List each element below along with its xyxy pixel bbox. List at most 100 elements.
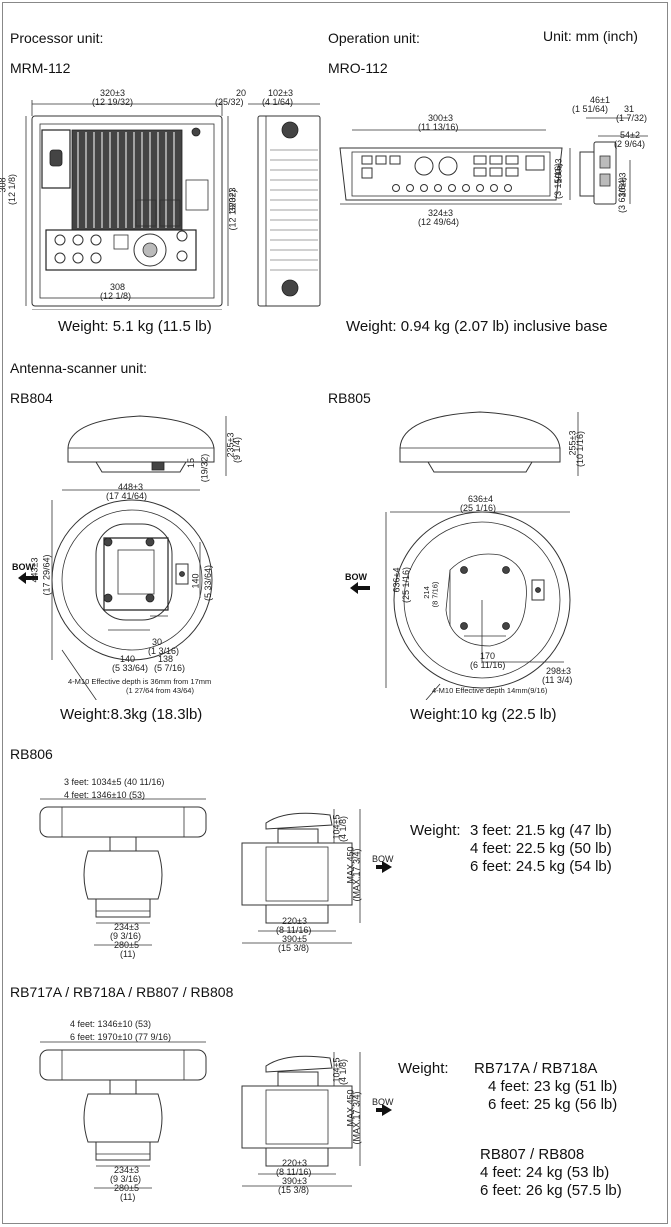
rb806-model: RB806 — [10, 746, 53, 762]
rb717-group-b-6ft: 6 feet: 26 kg (57.5 lb) — [480, 1182, 622, 1199]
rb806-weight-4ft: 4 feet: 22.5 kg (50 lb) — [470, 840, 612, 857]
operation-unit-title: Operation unit: — [328, 30, 420, 46]
rb804-weight: Weight:8.3kg (18.3lb) — [60, 706, 203, 723]
rb804-dim-30-in: (1 3/16) — [148, 646, 180, 656]
op-dim-bottom-in: (12 49/64) — [418, 217, 460, 227]
op-dim-top: 300±3 — [428, 113, 453, 123]
rb806-dim-280: 280±5 — [114, 940, 139, 950]
rb805-bow-label: BOW — [345, 572, 367, 582]
rb717-dim-280-in: (11) — [120, 1192, 136, 1202]
rb805-dim-214: 214 — [421, 586, 431, 599]
rb717-dim-max-in: (MAX.17 3/4) — [351, 1091, 362, 1145]
rb717-group-b-title: RB807 / RB808 — [480, 1146, 585, 1163]
processor-model: MRM-112 — [10, 60, 71, 76]
operation-unit-drawing — [339, 117, 648, 205]
rb805-drawing — [350, 411, 579, 700]
proc-dim-depth-a-in: (25/32) — [215, 97, 244, 107]
processor-unit-drawing — [25, 100, 321, 310]
op-dim-side-d-in: (3 63/64) — [617, 176, 628, 214]
rb717-group-b-4ft: 4 feet: 24 kg (53 lb) — [480, 1164, 610, 1181]
processor-unit-title: Processor unit: — [10, 30, 104, 46]
rb804-dim-d-in: (17 29/64) — [41, 554, 52, 596]
rb805-dim-d-in: (25 1/16) — [401, 566, 412, 604]
rb717-bow-label: BOW — [372, 1097, 394, 1107]
rb805-dim-w: 636±4 — [468, 494, 493, 504]
rb717-drawing — [39, 1041, 392, 1189]
op-dim-height-in: (3 15/16) — [553, 162, 564, 200]
rb804-dim-140v: 140 — [190, 573, 201, 589]
rb717-dim-220: 220±3 — [282, 1158, 307, 1168]
proc-dim-depth-a: 20 — [236, 88, 247, 98]
rb806-dim-104-in: (4 1/8) — [338, 815, 349, 843]
rb717-dim-220-in: (8 11/16) — [276, 1167, 312, 1177]
rb717-len-4ft: 4 feet: 1346±10 (53) — [70, 1019, 151, 1029]
rb806-len-4ft: 4 feet: 1346±10 (53) — [64, 790, 145, 800]
rb806-dim-390: 390±5 — [282, 934, 307, 944]
rb717-group-a-4ft: 4 feet: 23 kg (51 lb) — [488, 1078, 618, 1095]
op-dim-top-in: (11 13/16) — [418, 122, 459, 132]
unit-note: Unit: mm (inch) — [543, 28, 638, 44]
proc-dim-width-in: (12 19/32) — [92, 97, 134, 107]
rb806-dim-234-in: (9 3/16) — [110, 931, 142, 941]
rb806-weight-6ft: 6 feet: 24.5 kg (54 lb) — [470, 858, 612, 875]
rb806-weight-label: Weight: — [410, 822, 461, 839]
rb806-dim-390-in: (15 3/8) — [278, 943, 310, 953]
rb804-dim-140h: 140 — [120, 654, 136, 664]
proc-dim-bottom-in: (12 1/8) — [100, 291, 132, 301]
proc-dim-left-in: (12 1/8) — [7, 173, 17, 205]
rb805-weight: Weight:10 kg (22.5 lb) — [410, 706, 557, 723]
rb717-dim-234-in: (9 3/16) — [110, 1174, 142, 1184]
rb804-dim-w-in: (17 41/64) — [106, 491, 148, 501]
op-dim-side-c-in: (2 9/64) — [614, 139, 646, 149]
rb804-bow-label: BOW — [12, 562, 34, 572]
rb806-dim-280-in: (11) — [120, 949, 136, 959]
rb805-dim-214-in: (8 7/16) — [430, 581, 440, 608]
rb805-model: RB805 — [328, 390, 371, 406]
rb805-dim-w-in: (25 1/16) — [460, 503, 497, 513]
rb806-dim-234: 234±3 — [114, 922, 139, 932]
rb717-dim-390-in: (15 3/8) — [278, 1185, 310, 1195]
rb804-dim-138-in: (5 7/16) — [154, 663, 186, 673]
rb804-note-in: (1 27/64 from 43/64) — [126, 686, 194, 695]
rb717-dim-390: 390±3 — [282, 1176, 307, 1186]
rb804-dim-h2: 15 — [186, 457, 197, 469]
rb717-group-a-6ft: 6 feet: 25 kg (56 lb) — [488, 1096, 618, 1113]
operation-model: MRO-112 — [328, 60, 388, 76]
rb717-dim-234: 234±3 — [114, 1165, 139, 1175]
rb806-drawing — [39, 798, 392, 946]
operation-weight: Weight: 0.94 kg (2.07 lb) inclusive base — [346, 318, 608, 335]
rb806-dim-220: 220±3 — [282, 916, 307, 926]
rb717-model: RB717A / RB718A / RB807 / RB808 — [10, 984, 234, 1000]
proc-dim-depth-b-in: (4 1/64) — [262, 97, 294, 107]
rb805-dim-298: 298±3 — [546, 666, 571, 676]
proc-dim-height-in: (12 19/32) — [227, 189, 238, 231]
rb717-dim-280: 280±5 — [114, 1183, 139, 1193]
rb806-dim-220-in: (8 11/16) — [276, 925, 312, 935]
op-dim-side-a: 46±1 — [590, 95, 610, 105]
rb717-dim-104-in: (4 1/8) — [338, 1058, 349, 1086]
rb806-bow-label: BOW — [372, 854, 394, 864]
rb804-dim-w: 448±3 — [118, 482, 143, 492]
rb804-model: RB804 — [10, 390, 53, 406]
rb804-dim-140v-in: (5 33/64) — [203, 564, 214, 602]
rb805-dim-298-in: (11 3/4) — [542, 675, 573, 685]
antenna-section-title: Antenna-scanner unit: — [10, 360, 147, 376]
rb804-dim-138: 138 — [158, 654, 174, 664]
rb805-dim-170-in: (6 11/16) — [470, 660, 506, 670]
op-dim-side-a-in: (1 51/64) — [572, 104, 609, 114]
rb805-dim-170: 170 — [480, 651, 496, 661]
rb805-dim-d: 636±4 — [391, 567, 402, 593]
rb806-len-3ft: 3 feet: 1034±5 (40 11/16) — [64, 777, 165, 787]
proc-dim-bottom: 308 — [110, 282, 126, 292]
processor-weight: Weight: 5.1 kg (11.5 lb) — [58, 318, 212, 335]
rb804-dim-h-in: (9 1/4) — [232, 436, 243, 464]
rb805-note: 4-M10 Effective depth 14mm(9/16) — [432, 686, 548, 695]
op-dim-bottom: 324±3 — [428, 208, 453, 218]
rb804-dim-140h-in: (5 33/64) — [112, 663, 149, 673]
op-dim-side-c: 54±2 — [620, 130, 640, 140]
rb717-group-a-title: RB717A / RB718A — [474, 1060, 598, 1077]
rb804-dim-h2-in: (19/32) — [199, 453, 210, 483]
op-dim-side-b-in: (1 7/32) — [616, 113, 648, 123]
rb806-weight-3ft: 3 feet: 21.5 kg (47 lb) — [470, 822, 612, 839]
